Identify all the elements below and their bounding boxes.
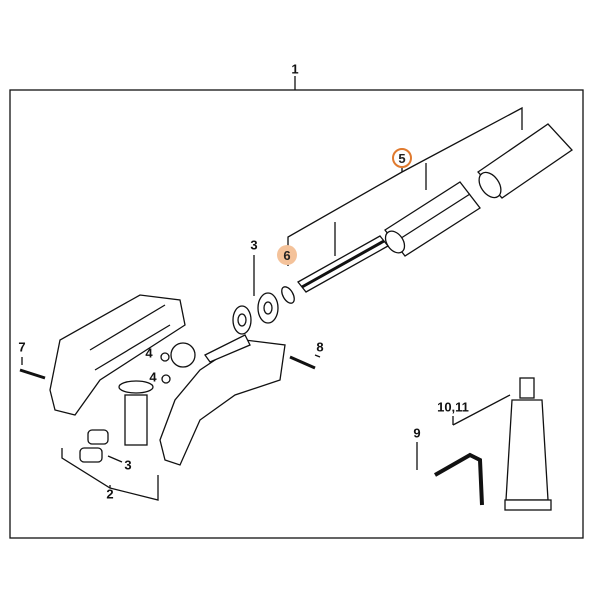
label-3-bottom: 3 [124,457,132,473]
callout-6[interactable]: 6 [277,245,297,265]
assembly-frame [9,89,584,539]
leader-10-11 [452,394,511,426]
label-8: 8 [316,339,324,355]
label-1: 1 [291,61,299,77]
label-2: 2 [106,486,114,502]
right-housing [159,339,286,466]
bottom-bearings [79,429,123,463]
bearings [232,292,279,335]
ring-part [281,286,295,304]
drive-tube [297,123,573,293]
screws [19,354,321,380]
label-4-bottom: 4 [149,369,157,385]
gear-shaft [118,334,251,446]
left-housing [49,294,186,416]
label-10-11: 10,11 [437,399,469,415]
callout-5[interactable]: 5 [392,148,412,168]
hex-key [416,442,484,506]
label-7: 7 [18,339,26,355]
label-3-top: 3 [250,237,258,253]
label-4-top: 4 [145,345,153,361]
grease-tube [504,377,552,511]
label-9: 9 [413,425,421,441]
